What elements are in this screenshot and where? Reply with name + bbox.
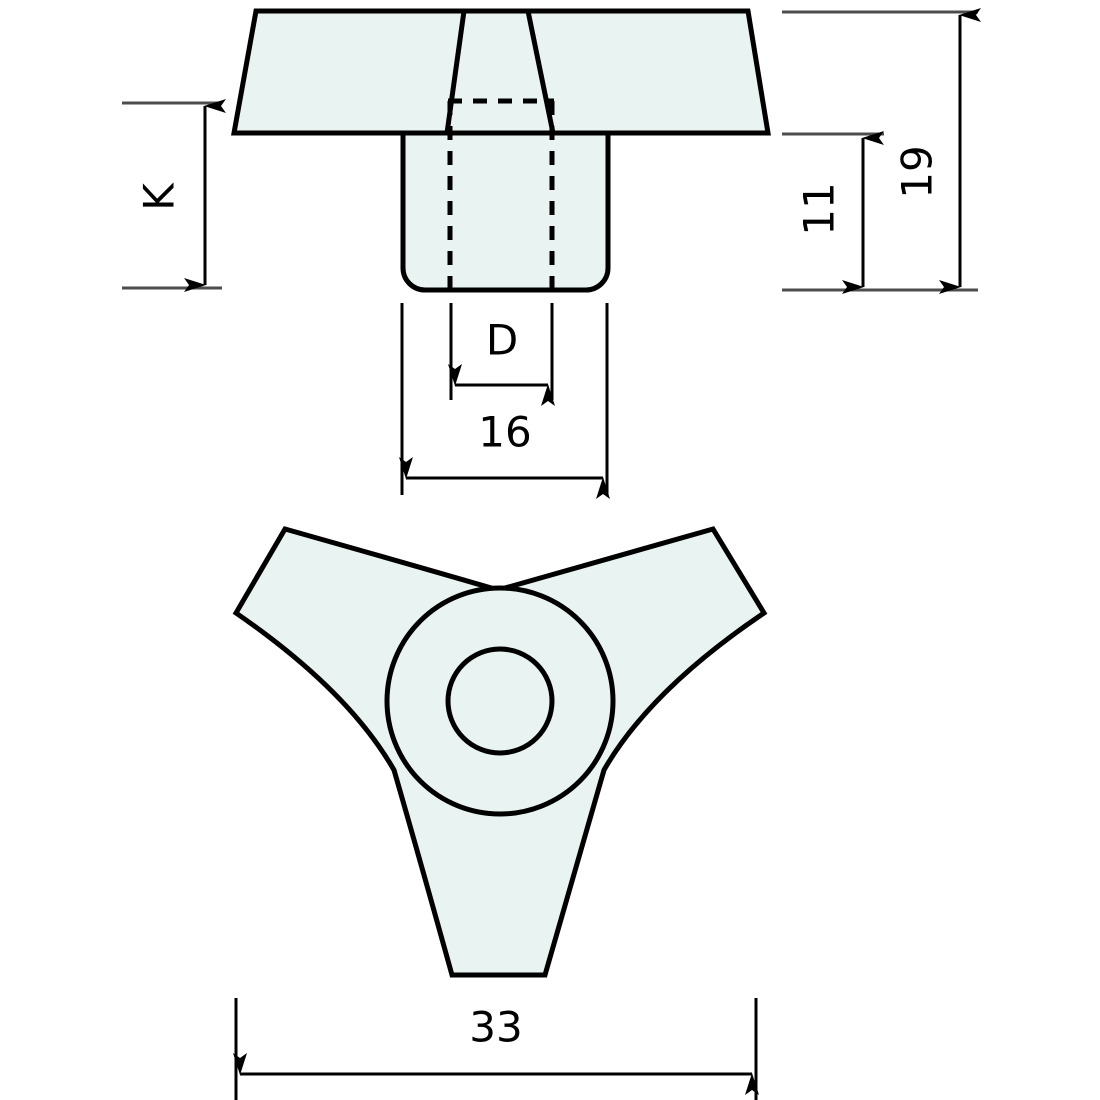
dimension-knob-width-33: 33 (233, 998, 759, 1100)
dimension-label-11: 11 (795, 182, 844, 235)
dimension-label-19: 19 (893, 145, 942, 198)
cap-body-shape (231, 8, 771, 136)
dimension-label-D: D (486, 316, 518, 365)
front-elevation-view (231, 8, 771, 293)
dimension-overall-height-19: 19 (782, 7, 981, 294)
dimension-label-16: 16 (478, 408, 531, 457)
bottom-plan-view (232, 526, 768, 978)
dimension-bore-D: D (448, 303, 555, 406)
dimension-height-K: K (122, 99, 226, 292)
dimension-label-K: K (135, 182, 184, 211)
dimension-label-33: 33 (469, 1003, 522, 1052)
dimension-boss-diameter-16: 16 (399, 303, 610, 499)
boss-body-shape (400, 130, 611, 293)
hub-bore-circle (445, 646, 555, 756)
dimension-boss-height-11: 11 (782, 131, 884, 294)
cap-right-flank-line (525, 10, 556, 134)
